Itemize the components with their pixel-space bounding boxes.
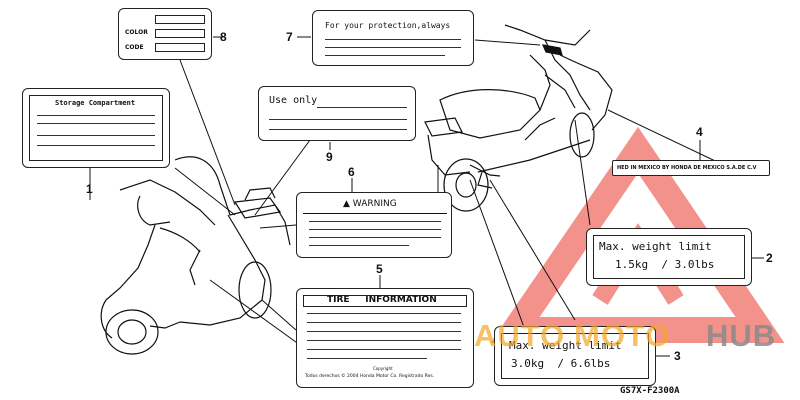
label-use-only: Use only <box>258 86 416 141</box>
watermark-hub: HUB <box>706 318 777 353</box>
code-field-label: CODE <box>125 44 144 51</box>
color-field-label: COLOR <box>125 29 148 36</box>
weight-small-line1: Max. weight limit <box>599 240 712 253</box>
made-in-text: HED IN MEXICO BY HONDA DE MEXICO S.A.DE … <box>617 165 757 171</box>
label-made-in-mexico: HED IN MEXICO BY HONDA DE MEXICO S.A.DE … <box>612 160 770 176</box>
weight-small-line2: 1.5kg / 3.0lbs <box>615 258 715 271</box>
callout-9: 9 <box>326 150 333 164</box>
callout-3: 3 <box>674 349 681 363</box>
label-weight-limit-large: Max. weight limit 3.0kg / 6.6lbs <box>494 326 656 386</box>
tire-fine-print-2: Todos derechos © 2004 Honda Motor Co. Re… <box>305 374 435 379</box>
watermark-auto: AUTO <box>474 318 566 353</box>
scooter-front-view <box>100 156 291 355</box>
watermark-moto: MOTO <box>574 318 671 353</box>
label-tire-information: TIRE INFORMATION Copyright Todos derecho… <box>296 288 474 388</box>
tire-title: TIRE INFORMATION <box>327 295 437 305</box>
use-only-text: Use only <box>269 95 318 106</box>
tire-fine-print-1: Copyright <box>373 366 393 371</box>
label-storage-compartment: Storage Compartment <box>22 88 170 168</box>
callout-5: 5 <box>376 262 383 276</box>
part-code: GS7X-F2300A <box>620 386 680 396</box>
callout-8: 8 <box>220 30 227 44</box>
callout-2: 2 <box>766 251 773 265</box>
callout-7: 7 <box>286 30 293 44</box>
label-warning: ▲ WARNING <box>296 192 452 258</box>
storage-title: Storage Compartment <box>55 99 136 107</box>
leader-lines <box>89 36 764 357</box>
label-weight-limit-small: Max. weight limit 1.5kg / 3.0lbs <box>586 228 752 286</box>
label-protection: For your protection,always <box>312 10 474 66</box>
scooter-rear-view <box>424 24 613 212</box>
callout-6: 6 <box>348 165 355 179</box>
weight-large-line2: 3.0kg / 6.6lbs <box>511 357 611 370</box>
protection-text: For your protection,always <box>325 21 451 30</box>
weight-large-line1: Max. weight limit <box>509 339 622 352</box>
warning-title: ▲ WARNING <box>343 199 397 209</box>
label-color-code: COLOR CODE <box>118 8 212 60</box>
callout-4: 4 <box>696 125 703 139</box>
callout-1: 1 <box>86 182 93 196</box>
